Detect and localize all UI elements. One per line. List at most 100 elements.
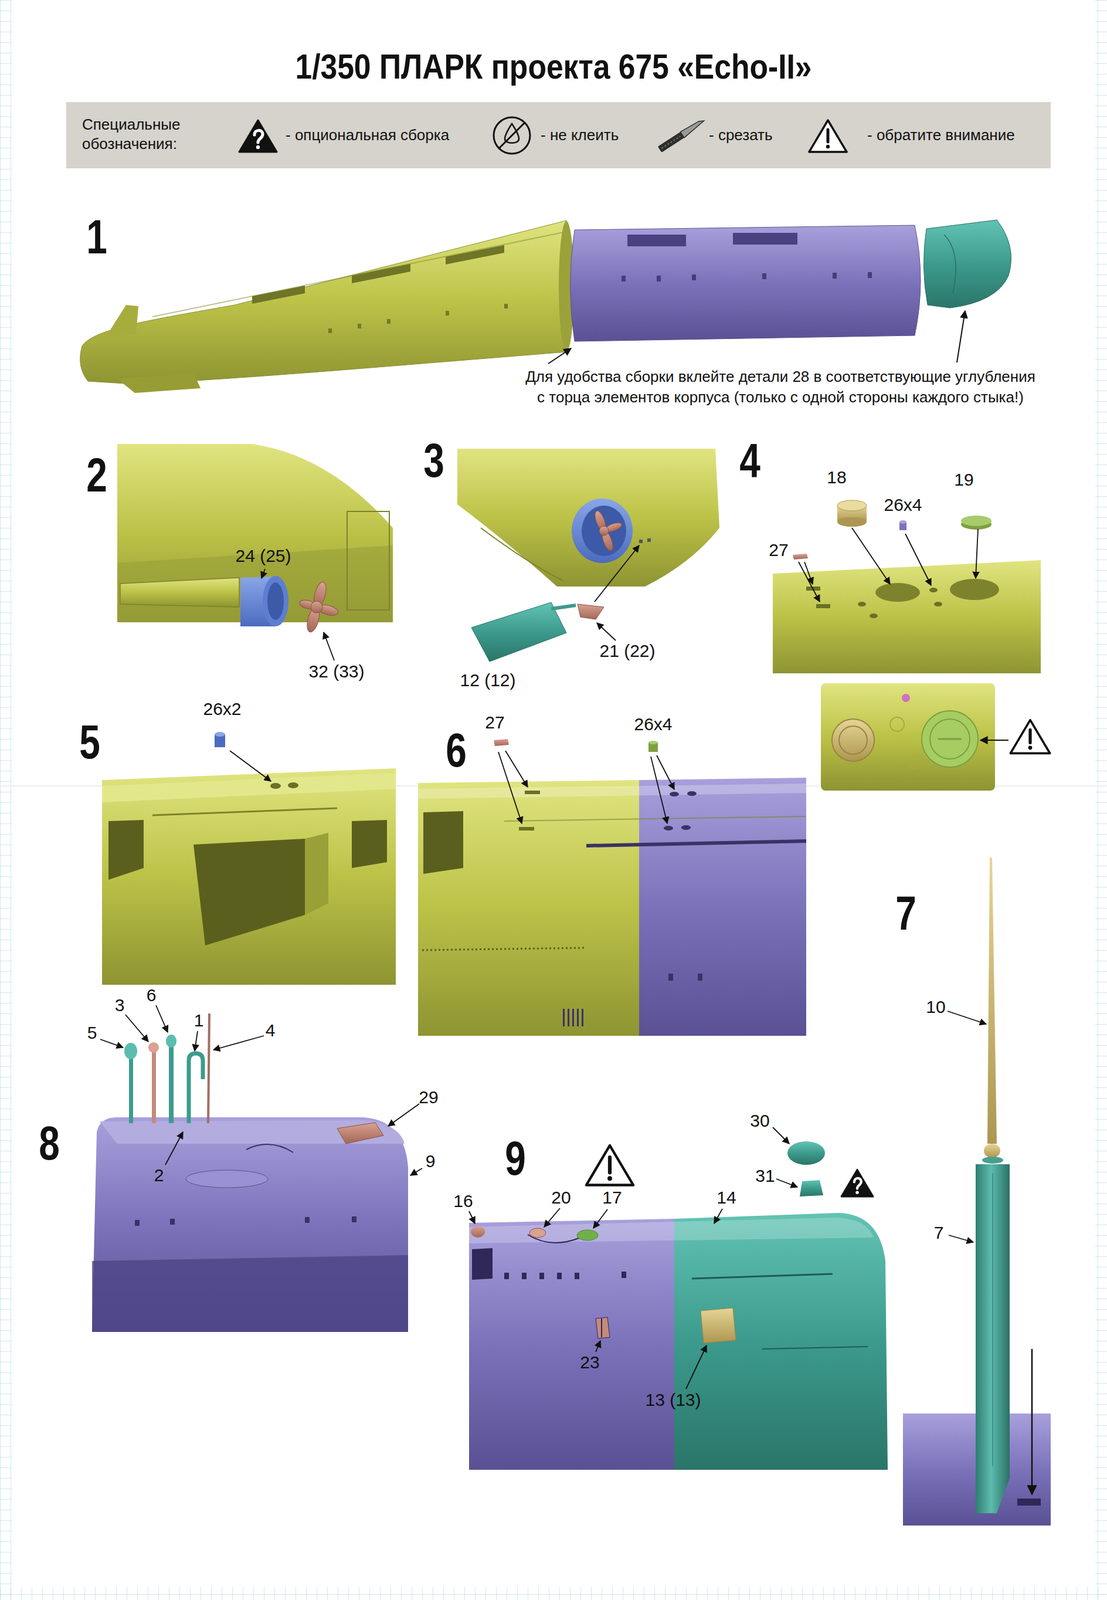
step9-bow-part <box>674 1212 888 1470</box>
step3-stern-bottom-part <box>596 622 616 641</box>
step6-midbody-part <box>648 740 658 745</box>
step4-inset-part <box>820 683 996 791</box>
step6-midbody-part-part <box>668 973 674 981</box>
step5-missile-bay-part <box>102 772 396 803</box>
callout-number: 20 <box>551 1187 571 1208</box>
step4-deck-part <box>961 515 992 526</box>
step1-hull-part-part <box>867 272 872 278</box>
step9-bow-part-part <box>621 1271 627 1278</box>
callout-number: 32 (33) <box>308 661 365 682</box>
step2-stern-part <box>323 632 335 661</box>
step8-sail-part <box>194 1030 198 1051</box>
step3-stern-bottom-part <box>592 509 623 552</box>
step6-midbody-part <box>518 826 535 831</box>
legend-text: - обратите внимание <box>867 126 1015 145</box>
step9-bow-part <box>776 1178 798 1187</box>
step3-stern-bottom-part <box>639 539 643 543</box>
step6-midbody-part <box>505 750 528 787</box>
step8-sail-part <box>100 1038 124 1048</box>
step8-sail-part <box>92 1254 409 1332</box>
step-number: 5 <box>79 714 101 770</box>
step4-deck-part <box>929 587 938 593</box>
callout-number: 18 <box>826 467 847 488</box>
knife-icon-part <box>680 117 706 138</box>
step-number: 4 <box>739 432 761 488</box>
step7-mast-part <box>992 1172 994 1466</box>
step4-deck-part <box>875 582 920 602</box>
step3-stern-bottom-part <box>480 527 563 581</box>
step9-bow-part-part <box>521 1272 527 1279</box>
scan-grid-part <box>0 0 12 1600</box>
step5-missile-bay <box>102 731 396 985</box>
step4-inset-part <box>839 725 868 755</box>
step6-midbody-part <box>650 756 668 824</box>
step8-sail-part <box>92 1116 409 1332</box>
scan-grid-part <box>0 1586 1107 1600</box>
step8-sail-part-part <box>134 1219 140 1226</box>
step9-bow-part <box>841 1169 874 1197</box>
step2-stern-part <box>261 568 266 579</box>
step6-midbody-part <box>524 790 541 794</box>
step8-sail-part-part <box>304 1216 310 1223</box>
step1-hull-part <box>627 234 687 247</box>
callout-number: 23 <box>579 1352 600 1373</box>
step9-bow-part <box>600 1318 603 1337</box>
step9-bow-part <box>504 1271 627 1279</box>
step8-sail-part <box>155 1004 168 1032</box>
step6-midbody-part <box>422 947 587 950</box>
step4-inset-part <box>890 717 905 732</box>
step1-hull-part-part <box>328 328 332 334</box>
step6-midbody-part <box>498 751 522 824</box>
step4-deck-part <box>792 553 808 560</box>
no-glue-icon-part <box>493 117 531 154</box>
step1-hull-part <box>252 285 305 304</box>
callout-number: 26x2 <box>202 698 241 720</box>
legend-text: - не клеить <box>540 126 619 145</box>
legend-text: - опциональная сборка <box>285 126 450 145</box>
step9-bow-part <box>799 1179 824 1197</box>
step6-midbody-part <box>418 783 807 799</box>
step1-hull-part <box>445 245 505 265</box>
step9-bow-part <box>586 1145 634 1185</box>
knife-icon-part <box>661 136 681 149</box>
legend-band <box>66 102 1051 169</box>
sheet-title: 1/350 ПЛАРК проекта 675 «Echo-II» <box>294 46 812 87</box>
step8-sail-part <box>125 1014 149 1042</box>
step5-missile-bay-part <box>229 750 271 781</box>
step5-missile-bay-part <box>102 768 396 985</box>
step9-bow-part <box>762 1346 868 1349</box>
step-number: 6 <box>445 722 467 778</box>
step4-deck-part <box>816 603 831 609</box>
step4-deck-part <box>869 613 878 618</box>
assembly-note: Для удобства сборки вклейте детали 28 в … <box>522 366 1039 408</box>
step3-stern-bottom-part <box>581 505 627 556</box>
scan-grid-part <box>1095 0 1107 1600</box>
step8-sail-part <box>99 1119 405 1144</box>
step9-bow <box>469 1126 888 1470</box>
step4-inset-part <box>901 693 910 702</box>
legend-heading: Специальные обозначения: <box>82 114 200 154</box>
step4-deck-part <box>772 559 1041 674</box>
callout-number: 14 <box>716 1187 736 1208</box>
step6-midbody-part <box>562 973 703 1027</box>
step9-bow-part <box>471 1247 493 1280</box>
step3-stern-bottom-part <box>457 448 720 587</box>
step8-sail-part <box>168 1044 174 1123</box>
step5-missile-bay-part <box>152 807 338 816</box>
step1-hull-part <box>80 220 574 385</box>
step7-mast-part <box>947 1010 987 1024</box>
step3-stern-bottom-part <box>551 605 576 609</box>
step5-missile-bay-part <box>214 731 226 737</box>
step6-midbody-part <box>669 791 679 797</box>
callout-number: 12 (12) <box>459 670 516 691</box>
step1-hull-part <box>943 234 956 294</box>
step8-sail-part <box>213 1035 264 1050</box>
step3-stern-bottom <box>457 448 720 662</box>
step4-inset-part <box>908 756 921 769</box>
step8-sail-part <box>128 1055 134 1123</box>
step3-stern-bottom-part <box>647 538 651 542</box>
callout-number: 5 <box>87 1022 98 1044</box>
step2-stern-part <box>120 577 240 607</box>
step8-sail-part <box>410 1167 423 1176</box>
